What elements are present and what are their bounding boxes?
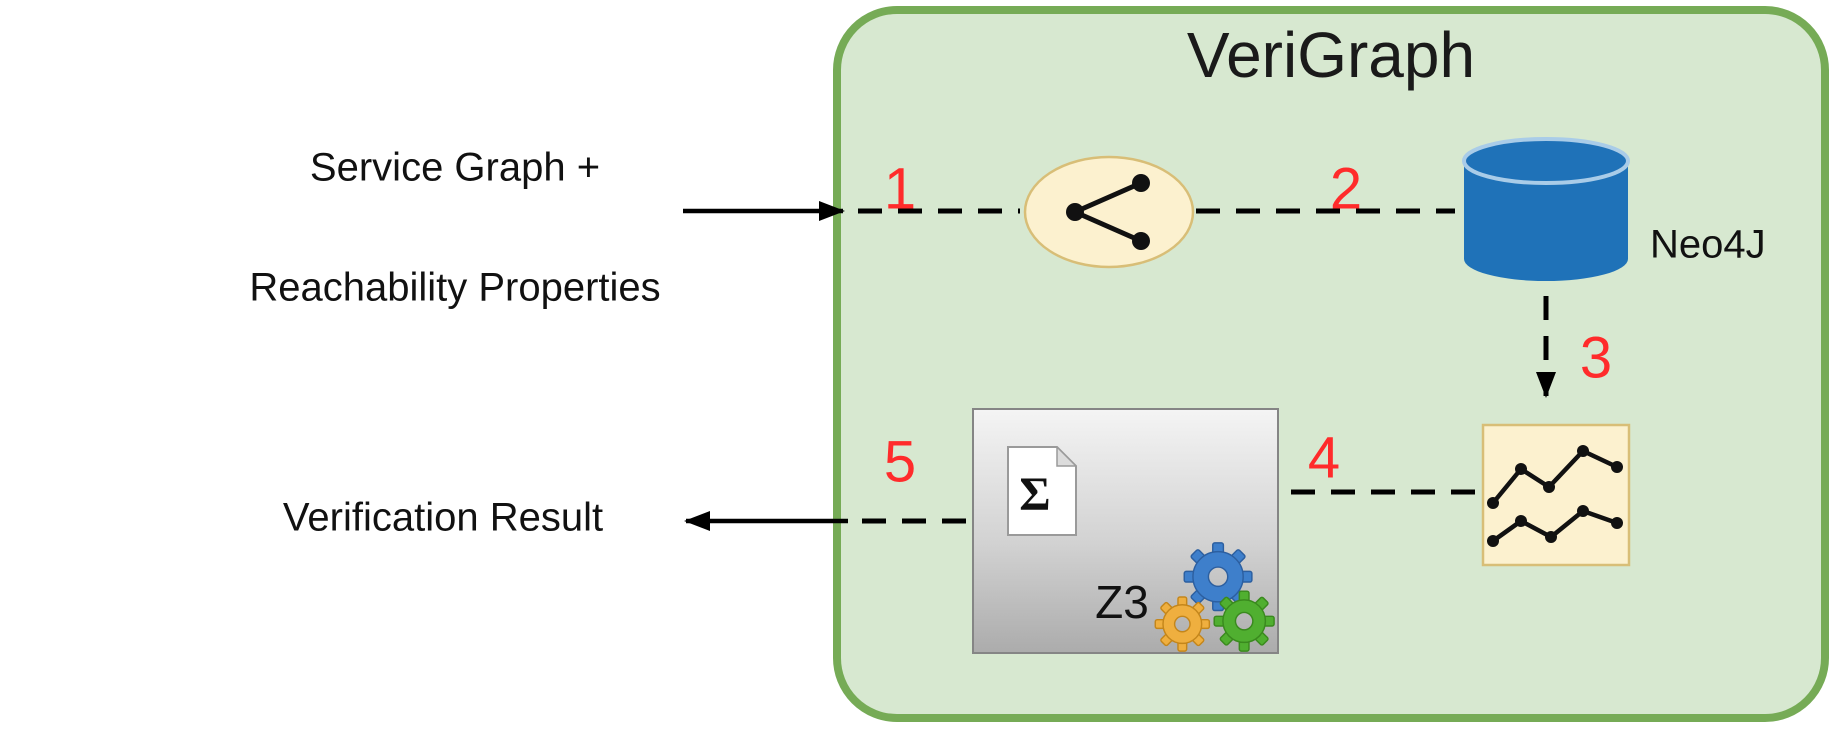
input-label-line1: Service Graph + bbox=[309, 145, 601, 190]
step-number-3: 3 bbox=[1579, 325, 1613, 391]
gear-blue bbox=[1183, 542, 1253, 612]
output-label: Verification Result bbox=[282, 495, 604, 540]
chart-node bbox=[1481, 423, 1631, 567]
database-top bbox=[1462, 137, 1630, 185]
document-fold bbox=[1056, 446, 1077, 467]
panel-title: VeriGraph bbox=[1186, 19, 1476, 91]
chart-node-box bbox=[1481, 423, 1631, 567]
gear-orange bbox=[1154, 596, 1211, 652]
z3-label: Z3 bbox=[1095, 576, 1149, 628]
sigma-document-icon: Σ bbox=[1007, 446, 1077, 536]
graph-node-ellipse bbox=[1023, 155, 1195, 269]
neo4j-label: Neo4J bbox=[1650, 222, 1766, 267]
gear-green bbox=[1213, 590, 1275, 652]
line-chart-icon bbox=[1487, 445, 1623, 547]
step-number-1: 1 bbox=[883, 156, 917, 222]
database-body bbox=[1464, 161, 1628, 281]
step-number-5: 5 bbox=[883, 429, 917, 495]
step-number-4: 4 bbox=[1307, 425, 1341, 491]
graph-node bbox=[1023, 155, 1195, 269]
gears-icon bbox=[1154, 542, 1275, 652]
share-icon bbox=[1066, 174, 1150, 250]
input-label-line2: Reachability Properties bbox=[249, 265, 661, 310]
document-page bbox=[1007, 446, 1077, 536]
database-cylinder-icon bbox=[1462, 137, 1630, 281]
step-number-2: 2 bbox=[1329, 156, 1363, 222]
sigma-glyph: Σ bbox=[1019, 468, 1050, 521]
